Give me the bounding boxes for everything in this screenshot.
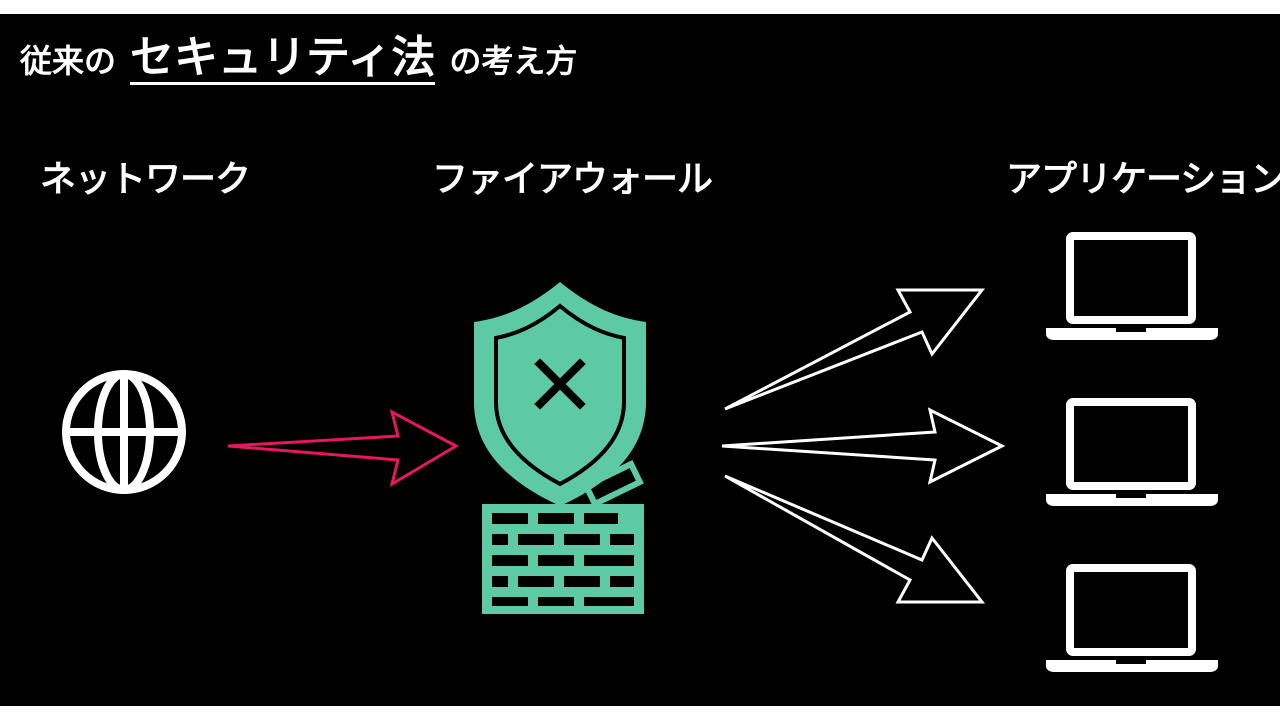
title-suffix: の考え方: [449, 42, 578, 80]
network-label: ネットワーク: [40, 159, 251, 200]
slide: 従来のセキュリティ法の考え方 ネットワーク ファイアウォール アプリケーション: [0, 14, 1280, 706]
network-to-firewall-arrow: [227, 409, 460, 488]
x-mark-icon: [534, 358, 586, 410]
brick-wall: [482, 504, 644, 614]
security-diagram: [62, 232, 1218, 672]
application-label: アプリケーション: [1006, 159, 1280, 200]
loose-brick: [582, 460, 644, 508]
laptop-icon: [1046, 564, 1218, 672]
firewall-to-application-arrows: [721, 288, 1006, 604]
shield-inner-outline: [494, 303, 626, 487]
title-emphasis: セキュリティ法: [130, 32, 436, 85]
slide-title: 従来のセキュリティ法の考え方: [20, 36, 577, 85]
title-prefix: 従来の: [20, 42, 117, 80]
laptop-icon: [1046, 232, 1218, 340]
arrow-to-app-2: [721, 407, 1006, 485]
shield-with-brick-wall-icon: [474, 282, 646, 614]
firewall-label: ファイアウォール: [432, 159, 713, 200]
globe-icon: [62, 370, 186, 494]
arrow-to-app-1: [724, 288, 986, 411]
arrow-to-app-3: [724, 474, 986, 604]
laptop-icon: [1046, 398, 1218, 506]
